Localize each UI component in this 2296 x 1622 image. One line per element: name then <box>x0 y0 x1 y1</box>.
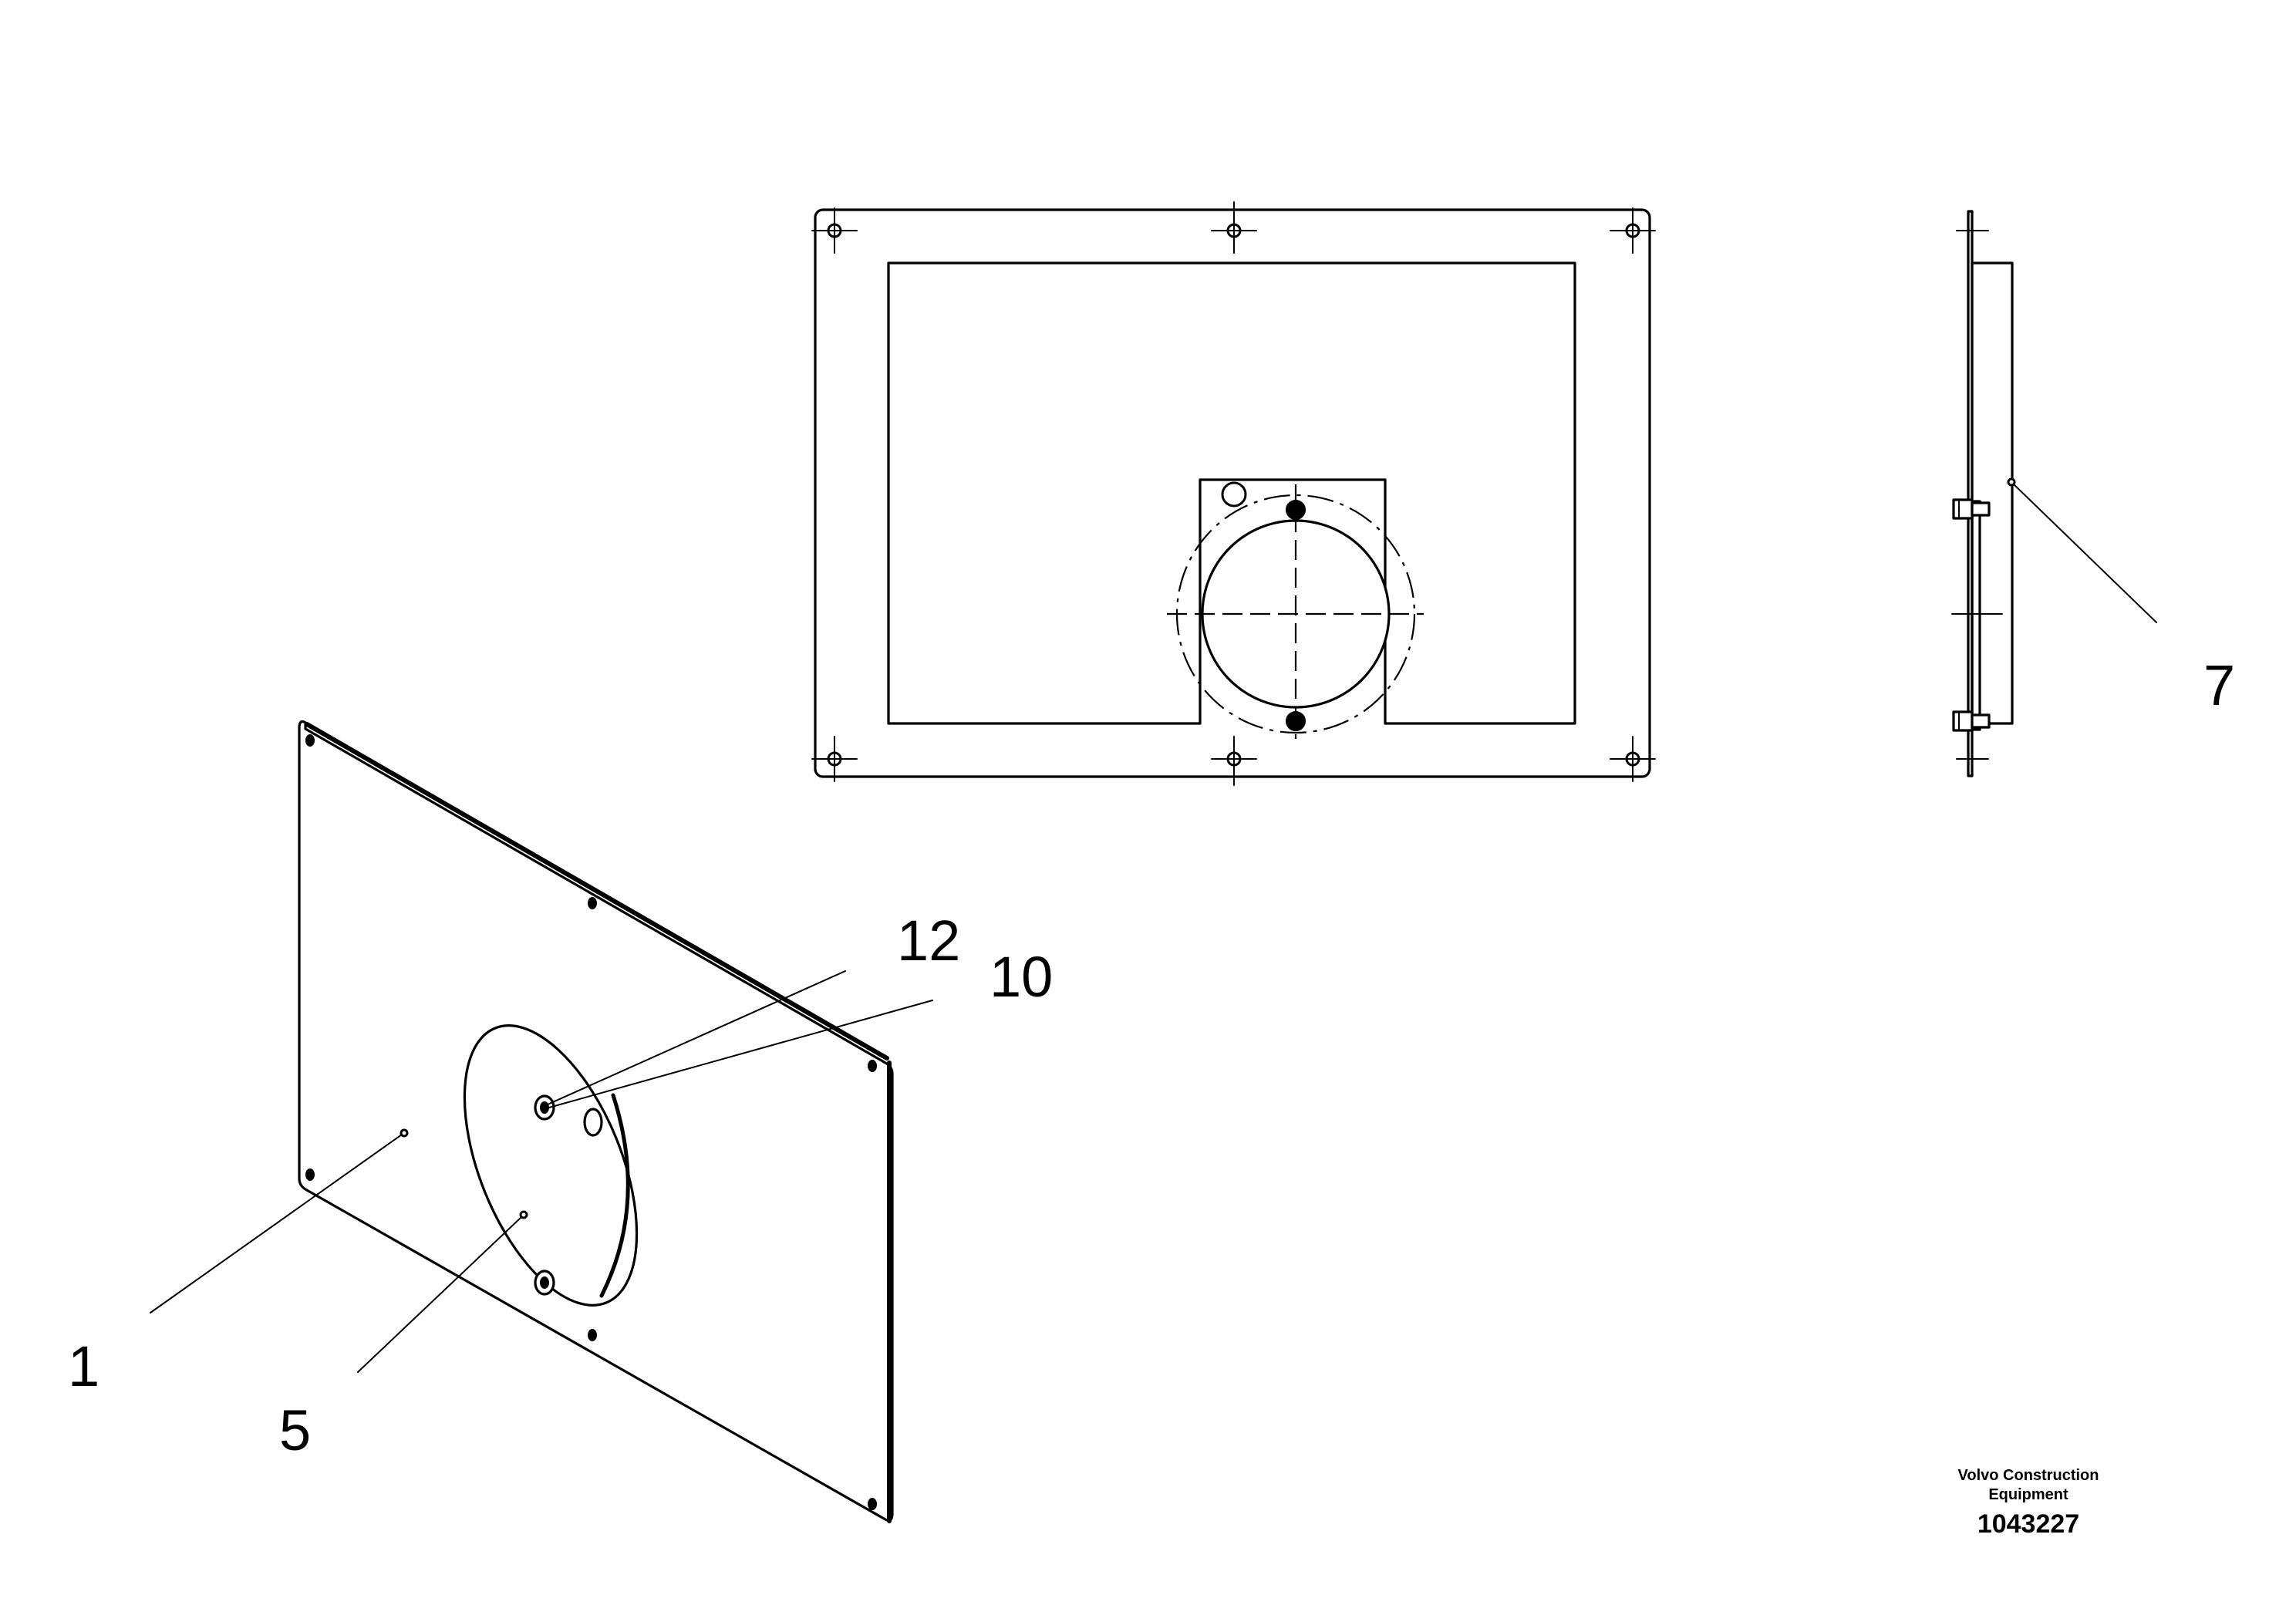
mounting-hole <box>1211 736 1257 786</box>
iso-cover-bolt-top <box>534 1094 555 1121</box>
leader-7 <box>2011 482 2157 623</box>
ref-point-5 <box>519 1210 528 1219</box>
iso-mounting-holes <box>305 734 877 1510</box>
mounting-hole <box>811 736 858 782</box>
front-mounting-holes <box>811 201 1656 786</box>
front-view <box>811 201 1656 786</box>
side-panel-body <box>1971 261 2014 725</box>
mounting-hole <box>1211 201 1257 254</box>
company-name-line1: Volvo Construction <box>1957 1467 2099 1484</box>
side-view <box>1951 210 2014 777</box>
leader-5 <box>357 1216 522 1373</box>
front-round-cover <box>1167 481 1424 739</box>
callout-1: 1 <box>68 1334 99 1398</box>
leader-1 <box>150 1134 403 1313</box>
small-hole <box>1221 481 1247 508</box>
iso-plate-top-edge-thick <box>305 722 889 1061</box>
cover-bolt-top <box>1286 500 1306 520</box>
mounting-hole <box>811 207 858 254</box>
isometric-view <box>298 720 894 1523</box>
callout-10: 10 <box>990 945 1053 1009</box>
front-plate-outline <box>814 208 1651 778</box>
callout-12: 12 <box>897 909 960 973</box>
callout-7: 7 <box>2203 653 2235 717</box>
drawing-number: 1043227 <box>1977 1509 2080 1539</box>
side-bolt-bottom <box>1952 710 1991 732</box>
front-plate-cutout <box>887 261 1576 725</box>
cover-bolt-bottom <box>1286 711 1306 731</box>
callout-labels: 1 5 7 10 12 <box>68 653 2235 1462</box>
iso-small-hole <box>583 1108 603 1137</box>
leader-12 <box>547 970 846 1105</box>
company-name-line2: Equipment <box>1988 1486 2068 1503</box>
side-cover-plate <box>1971 500 1981 731</box>
callout-5: 5 <box>279 1398 311 1462</box>
mounting-hole <box>1610 207 1656 254</box>
iso-cover-bolt-bottom <box>534 1270 555 1296</box>
leader-lines <box>150 477 2157 1373</box>
iso-plate-outline <box>298 720 894 1522</box>
mounting-hole <box>1610 736 1656 782</box>
side-bolt-top <box>1952 498 1991 520</box>
leader-10 <box>548 1000 933 1108</box>
